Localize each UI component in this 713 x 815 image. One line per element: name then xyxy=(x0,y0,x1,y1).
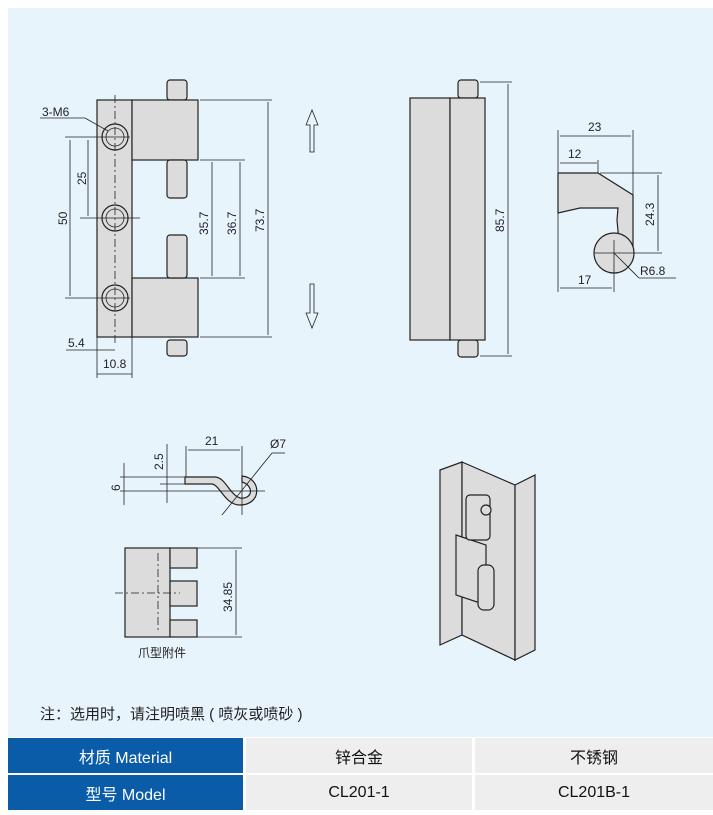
cell-model-2: CL201B-1 xyxy=(475,775,713,810)
arrow-down-icon xyxy=(305,283,319,330)
dim-5-4: 5.4 xyxy=(68,336,85,350)
dim-34-85: 34.85 xyxy=(221,582,235,612)
claw-accessory: 21 2.5 6 Ø7 34.85 爪型附件 xyxy=(109,434,286,660)
cell-model-1: CL201-1 xyxy=(246,775,472,810)
isometric-view xyxy=(439,461,536,661)
dim-17: 17 xyxy=(578,273,592,287)
dim-85-7: 85.7 xyxy=(493,208,507,232)
section-view: 23 12 24.3 17 R6.8 xyxy=(557,120,676,292)
technical-drawing: 3-M6 25 50 35.7 36.7 73.7 5.4 10.8 85.7 … xyxy=(40,79,676,661)
cell-material-zinc: 锌合金 xyxy=(246,738,472,773)
dim-35-7: 35.7 xyxy=(197,211,211,235)
dim-50: 50 xyxy=(56,211,70,225)
dim-r6-8: R6.8 xyxy=(640,264,666,278)
note-text: 注：选用时，请注明喷黑 ( 喷灰或喷砂 ) xyxy=(40,706,303,723)
dim-73-7: 73.7 xyxy=(253,208,267,232)
side-view: 85.7 xyxy=(409,79,512,358)
dim-6: 6 xyxy=(109,484,123,491)
cell-material-stainless: 不锈钢 xyxy=(475,738,713,773)
dim-36-7: 36.7 xyxy=(225,211,239,235)
dim-10-8: 10.8 xyxy=(103,357,127,371)
caption-claw-accessory: 爪型附件 xyxy=(138,646,186,660)
dim-25: 25 xyxy=(75,171,89,185)
dim-thread: 3-M6 xyxy=(42,105,70,119)
front-view: 3-M6 25 50 35.7 36.7 73.7 5.4 10.8 xyxy=(40,79,319,378)
table-row-model: 型号 Model CL201-1 CL201B-1 xyxy=(8,775,713,810)
header-model: 型号 Model xyxy=(8,775,243,810)
dim-23: 23 xyxy=(588,120,602,134)
dim-21: 21 xyxy=(205,434,219,448)
table-row-material: 材质 Material 锌合金 不锈钢 xyxy=(8,738,713,773)
dim-24-3: 24.3 xyxy=(643,202,657,226)
arrow-up-icon xyxy=(305,108,319,153)
dim-d7: Ø7 xyxy=(270,437,286,451)
header-material: 材质 Material xyxy=(8,738,243,773)
dim-12: 12 xyxy=(568,147,582,161)
dim-2-5: 2.5 xyxy=(152,453,166,470)
